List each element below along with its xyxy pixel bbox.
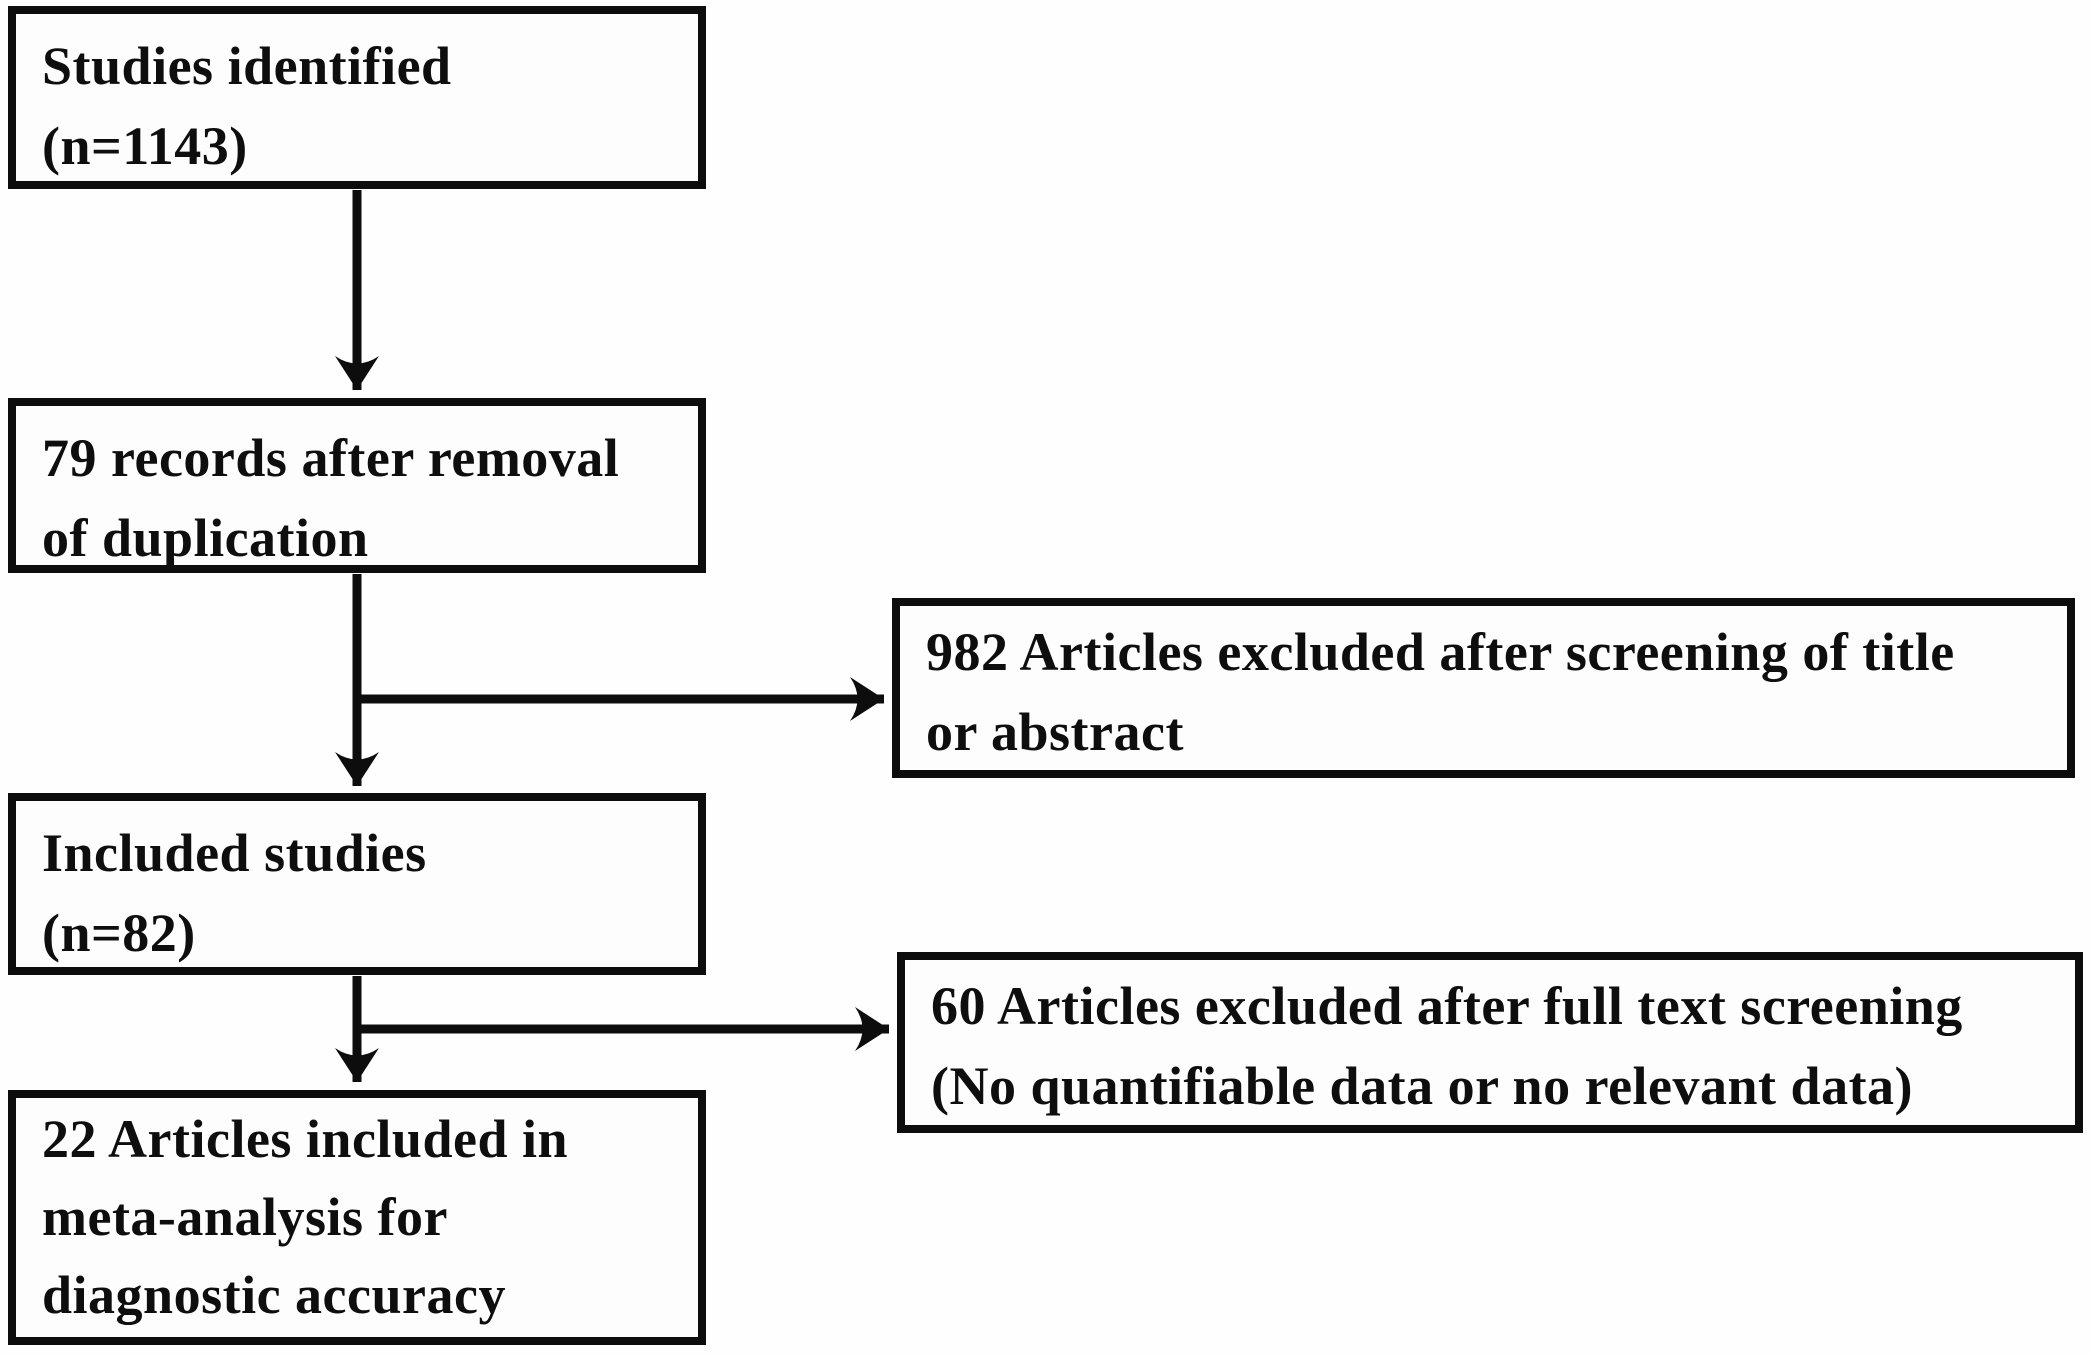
node-excluded-fulltext: 60 Articles excluded after full text scr…	[897, 952, 2083, 1133]
node-studies-identified: Studies identified (n=1143)	[8, 6, 706, 189]
node-included-studies: Included studies (n=82)	[8, 793, 706, 975]
node-excluded-title-abstract: 982 Articles excluded after screening of…	[892, 598, 2075, 778]
node-meta-analysis: 22 Articles included in meta-analysis fo…	[8, 1090, 706, 1345]
node-records-after-dedup: 79 records after removal of duplication	[8, 398, 706, 573]
